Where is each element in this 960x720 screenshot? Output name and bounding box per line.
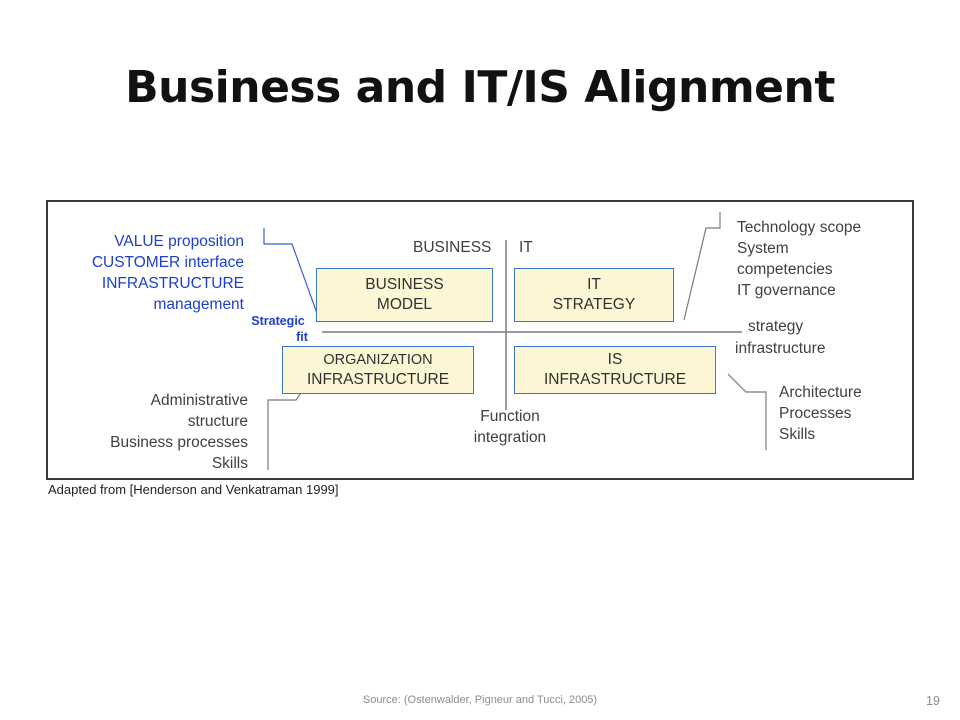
business-model-line-1: BUSINESS (365, 276, 444, 293)
label-processes: Processes (779, 405, 852, 422)
diagram-frame (46, 200, 914, 480)
label-fit: fit (296, 330, 308, 344)
label-strategic: Strategic (251, 314, 305, 328)
organization-line-2: INFRASTRUCTURE (306, 371, 450, 388)
business-model-box: BUSINESS MODEL (316, 268, 493, 322)
label-function: Function (480, 408, 540, 425)
source-citation: Source: (Ostenwalder, Pigneur and Tucci,… (362, 694, 598, 706)
label-structure: structure (187, 413, 248, 430)
label-infrastructure-right: infrastructure (735, 340, 826, 357)
label-architecture: Architecture (779, 384, 862, 401)
label-customer-interface: CUSTOMER interface (91, 254, 244, 271)
page-number: 19 (926, 694, 940, 708)
it-strategy-box: IT STRATEGY (514, 268, 674, 322)
label-it-governance: IT governance (737, 282, 836, 299)
label-infrastructure: INFRASTRUCTURE (101, 275, 244, 292)
label-skills-right: Skills (779, 426, 816, 443)
is-infrastructure-box: IS INFRASTRUCTURE (514, 346, 716, 394)
is-infrastructure-line-1: IS (607, 351, 623, 368)
organization-infrastructure-box: ORGANIZATION INFRASTRUCTURE (282, 346, 474, 394)
label-competencies: competencies (737, 261, 833, 278)
label-value-proposition: VALUE proposition (114, 233, 244, 250)
organization-line-1: ORGANIZATION (323, 352, 433, 368)
is-infrastructure-line-2: INFRASTRUCTURE (543, 371, 687, 388)
it-strategy-line-1: IT (587, 276, 601, 293)
label-business-processes: Business processes (110, 434, 248, 451)
bracket-top-left (263, 228, 319, 317)
slide-title: Business and IT/IS Alignment (125, 62, 835, 113)
label-system: System (737, 240, 789, 257)
diagram-caption: Adapted from [Henderson and Venkatraman … (48, 482, 339, 497)
it-strategy-line-2: STRATEGY (552, 296, 636, 313)
label-technology-scope: Technology scope (737, 219, 862, 236)
label-management: management (153, 296, 244, 313)
bracket-bottom-right (727, 373, 767, 450)
label-skills-left: Skills (211, 455, 248, 472)
business-model-line-2: MODEL (376, 296, 433, 313)
axis-label-business: BUSINESS (413, 239, 492, 256)
label-integration: integration (473, 429, 547, 446)
axis-label-it: IT (519, 239, 533, 256)
label-administrative: Administrative (150, 392, 248, 409)
bracket-bottom-left (267, 385, 307, 470)
bracket-top-right (683, 212, 721, 321)
label-strategy: strategy (748, 318, 804, 335)
